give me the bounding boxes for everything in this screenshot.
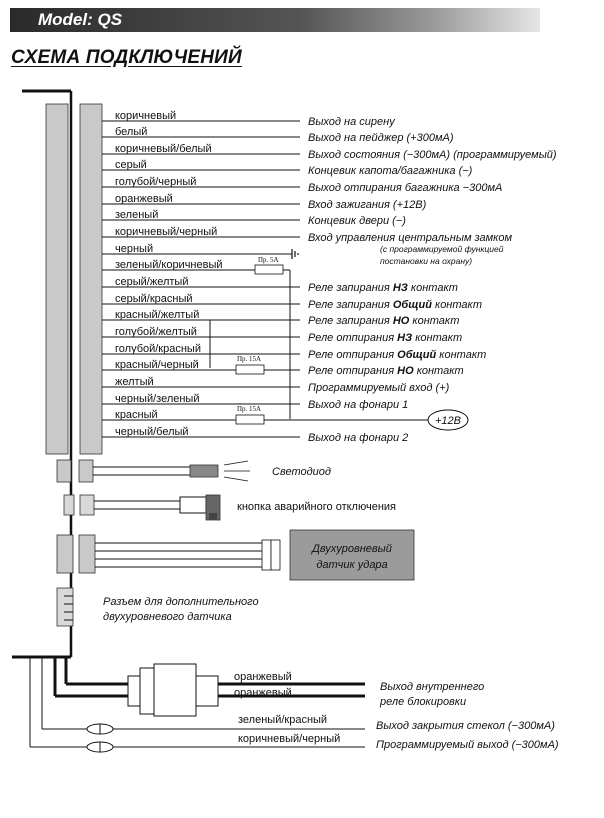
wire-color-label: серый/красный xyxy=(115,293,193,305)
relay-output-label-line1: Выход внутреннего xyxy=(380,681,484,693)
wire-color-label: голубой/черный xyxy=(115,176,196,188)
wire-color-label: красный xyxy=(115,409,158,421)
lock-note-line2: постановки на охрану) xyxy=(380,256,472,266)
wire-function-label: Выход на фонари 1 xyxy=(308,399,408,411)
fuse-5a-label: Пр. 5А xyxy=(258,256,279,264)
fuse-15a-lock-icon xyxy=(235,364,265,375)
wire-color-label: коричневый/черный xyxy=(115,226,217,238)
wire-color-label: черный xyxy=(115,243,153,255)
wire-function-label: Концевик двери (−) xyxy=(308,215,406,227)
extra-sensor-label-line1: Разъем для дополнительного xyxy=(103,596,259,608)
relay-connector xyxy=(127,663,219,717)
wire-color-label: голубой/желтый xyxy=(115,326,197,338)
wire-function-label: Программируемый вход (+) xyxy=(308,382,450,394)
model-label: Model: QS xyxy=(38,10,123,29)
fuse-15a-lights-label: Пр. 15А xyxy=(237,405,261,413)
main-connector-left xyxy=(45,103,69,455)
bottom-wire-function-label: Программируемый выход (−300мА) xyxy=(376,739,559,751)
ground-icon xyxy=(291,249,299,259)
power-12v-terminal xyxy=(427,409,469,431)
relay-function-label: Реле запирания Общий контакт xyxy=(308,299,482,311)
wire-function-label: Концевик капота/багажника (−) xyxy=(308,165,473,177)
wire-color-label: красный/черный xyxy=(115,359,199,371)
bottom-wire-color-label: оранжевый xyxy=(234,687,292,699)
power-12v-label: +12В xyxy=(435,415,461,427)
relay-output-label-line2: реле блокировки xyxy=(379,696,466,708)
fuse-15a-lock-label: Пр. 15А xyxy=(237,355,261,363)
wire-color-labels: коричневый белый коричневый/белый серый … xyxy=(115,110,223,438)
wire-function-label: Выход на фонари 2 xyxy=(308,432,408,444)
wire-color-label: оранжевый xyxy=(115,193,173,205)
fuse-5a-icon xyxy=(254,264,284,275)
wire-color-label: серый xyxy=(115,159,147,171)
main-connector-right xyxy=(79,103,103,455)
relay-function-label: Реле отпирания Общий контакт xyxy=(308,349,486,361)
wire-color-label: красный/желтый xyxy=(115,309,199,321)
wire-function-label: Вход управления центральным замком xyxy=(308,232,512,244)
relay-function-label: Реле отпирания НЗ контакт xyxy=(308,332,462,344)
wire-color-label: черный/белый xyxy=(115,426,189,438)
fuse-15a-lights-icon xyxy=(235,414,265,425)
bottom-wire-color-label: коричневый/черный xyxy=(238,733,340,745)
led-connector xyxy=(56,459,250,483)
wire-color-label: голубой/красный xyxy=(115,343,201,355)
shock-sensor-connector xyxy=(56,529,415,581)
extra-sensor-label-line2: двухуровневого датчика xyxy=(103,611,232,623)
wire-function-label: Выход на сирену xyxy=(308,116,396,128)
wire-color-label: серый/желтый xyxy=(115,276,188,288)
bottom-wire-function-label: Выход закрытия стекол (−300мА) xyxy=(376,720,555,732)
shock-sensor-label-line1: Двухуровневый xyxy=(310,543,392,555)
extra-sensor-connector xyxy=(56,587,74,627)
lock-note-line1: (с программируемой функцией xyxy=(380,244,504,254)
wire-color-label: желтый xyxy=(115,376,154,388)
relay-function-label: Реле запирания НО контакт xyxy=(308,315,459,327)
wire-function-label: Вход зажигания (+12В) xyxy=(308,199,427,211)
wire-color-label: коричневый/белый xyxy=(115,143,212,155)
emergency-button-icon xyxy=(179,496,207,514)
led-label: Светодиод xyxy=(272,466,331,478)
wire-color-label: белый xyxy=(115,126,147,138)
shock-sensor-box xyxy=(289,529,415,581)
wire-color-label: коричневый xyxy=(115,110,176,122)
main-wire-lines xyxy=(102,120,430,438)
wire-function-labels: Выход на сирену Выход на пейджер (+300мА… xyxy=(308,116,557,444)
bottom-wire-color-label: зеленый/красный xyxy=(238,714,327,726)
wire-color-label: черный/зеленый xyxy=(115,393,199,405)
model-header-bar: Model: QS xyxy=(10,8,540,32)
wire-function-label: Выход на пейджер (+300мА) xyxy=(308,132,454,144)
relay-function-label: Реле запирания НЗ контакт xyxy=(308,282,458,294)
shock-sensor-label-line2: датчик удара xyxy=(316,559,387,571)
bottom-wire-color-label: оранжевый xyxy=(234,671,292,683)
wire-function-label: Выход отпирания багажника −300мА xyxy=(308,182,502,194)
led-icon xyxy=(189,464,219,478)
wire-color-label: зеленый/коричневый xyxy=(115,259,223,271)
wire-color-label: зеленый xyxy=(115,209,158,221)
emergency-button-connector xyxy=(63,494,221,521)
wire-function-label: Выход состояния (−300мА) (программируемы… xyxy=(308,149,557,161)
bottom-wire-harness xyxy=(29,657,365,748)
emergency-button-label: кнопка аварийного отключения xyxy=(237,501,396,513)
page-title: СХЕМА ПОДКЛЮЧЕНИЙ xyxy=(11,47,242,68)
relay-function-label: Реле отпирания НО контакт xyxy=(308,365,464,377)
